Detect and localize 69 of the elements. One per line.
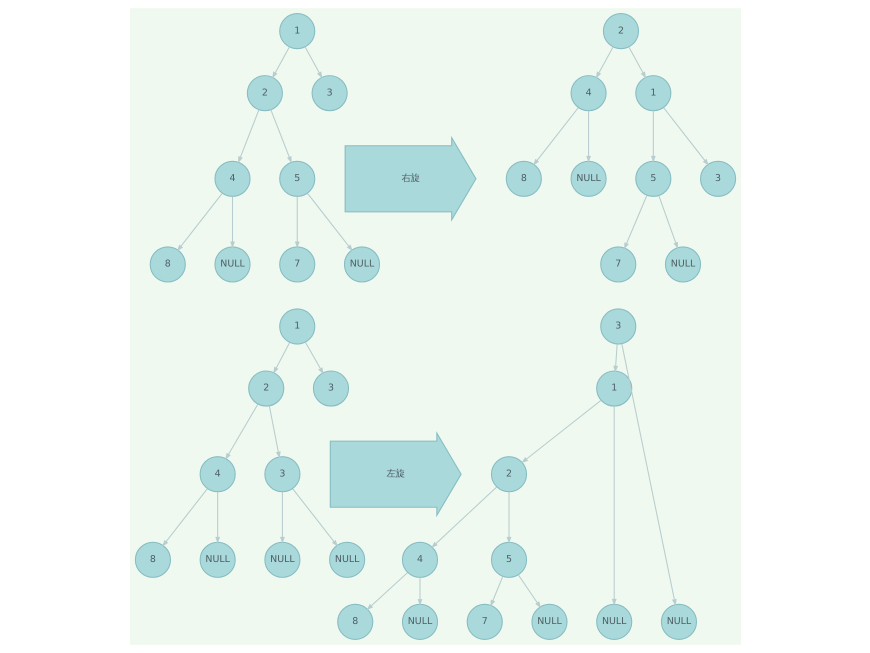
arrow (224, 404, 258, 460)
node-circle: NULL (199, 542, 236, 578)
node-circle: NULL (530, 604, 568, 640)
node-circle: 3 (312, 370, 349, 407)
node-circle: 2 (602, 13, 639, 50)
arrow (624, 195, 647, 250)
node-circle: NULL (570, 160, 606, 197)
node-circle: 4 (570, 75, 606, 112)
arrow (595, 46, 614, 79)
arrow (304, 342, 324, 374)
arrow (612, 344, 618, 373)
arrow (176, 193, 222, 252)
node-circle: 3 (264, 456, 300, 492)
arrow (430, 486, 496, 548)
arrow (417, 577, 422, 606)
node-circle: NULL (660, 604, 697, 640)
arrow (238, 110, 259, 164)
arrow (506, 492, 511, 544)
arrow (280, 492, 284, 544)
arrow (304, 46, 322, 79)
node-circle: NULL (264, 542, 300, 578)
node-circle: NULL (328, 542, 365, 578)
arrow (214, 492, 220, 544)
node-circle: 2 (246, 75, 282, 112)
node-circle: 8 (134, 542, 170, 578)
node-circle: 1 (634, 75, 671, 112)
arrow (272, 46, 290, 79)
arrow (490, 576, 503, 607)
arrow (650, 110, 656, 163)
node-circle: NULL (664, 246, 701, 283)
node-circle: 7 (466, 604, 502, 640)
node-circle: 4 (214, 160, 250, 197)
node-circle: 7 (600, 246, 636, 283)
node-circle: 5 (634, 160, 671, 197)
node-circle: NULL (401, 604, 438, 640)
arrow (611, 406, 616, 606)
node-circle: 1 (596, 370, 632, 407)
node-circle: 4 (199, 456, 236, 492)
node-circle: NULL (214, 246, 250, 283)
arrow (270, 110, 292, 164)
node-circle: 3 (311, 75, 348, 112)
arrow (628, 46, 646, 79)
arrow (366, 572, 408, 610)
arrow (532, 108, 578, 166)
arrow (520, 400, 601, 464)
node-circle: 8 (505, 160, 542, 197)
node-circle: 5 (490, 542, 527, 578)
node-circle: 1 (278, 308, 315, 345)
node-circle: 5 (278, 160, 315, 197)
node-circle: NULL (343, 246, 380, 283)
arrow (620, 344, 676, 606)
arrow (230, 196, 234, 248)
arrow (162, 488, 208, 547)
node-circle: 8 (149, 246, 186, 283)
node-circle: 1 (278, 13, 315, 50)
arrow (268, 406, 280, 458)
arrow (662, 108, 708, 166)
arrow (306, 193, 352, 252)
node-circle: 2 (248, 370, 284, 407)
arrow (586, 110, 590, 163)
arrow (658, 196, 678, 250)
node-circle: NULL (596, 604, 632, 640)
node-circle: 3 (600, 308, 636, 345)
arrow (517, 574, 541, 608)
arrow (272, 342, 290, 374)
arrow (294, 196, 300, 248)
arrow (292, 488, 338, 547)
node-circle: 3 (700, 160, 736, 197)
node-circle: 7 (278, 246, 315, 283)
